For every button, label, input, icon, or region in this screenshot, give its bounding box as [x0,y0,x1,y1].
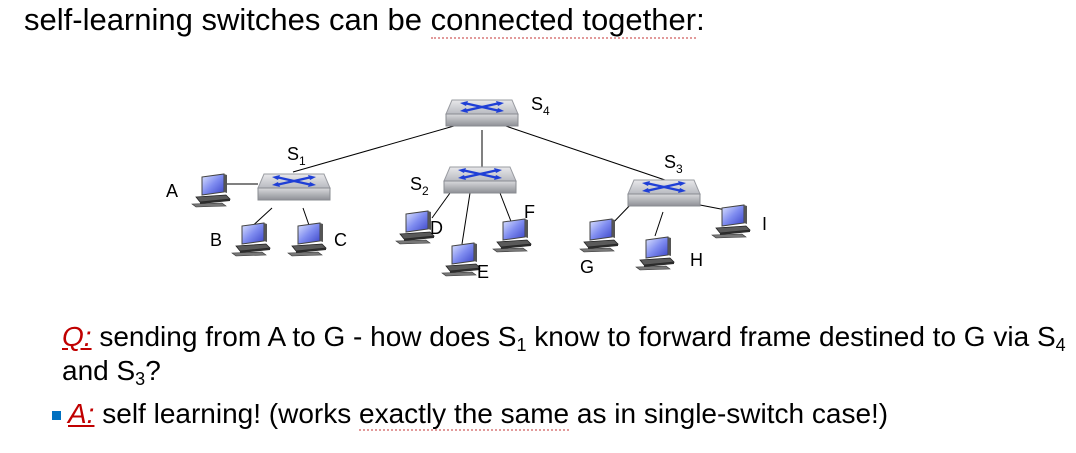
label-host-b: B [210,230,222,250]
question-part-2: know to forward frame destined to G via … [526,321,1056,352]
link-h-s3 [654,211,664,237]
host-d-computer-icon [395,210,435,245]
link-s4-s3 [481,117,666,181]
question-label: Q: [62,321,92,352]
label-s1: S1 [287,144,306,168]
label-s3: S3 [664,152,683,176]
slide-title: self-learning switches can be connected … [24,2,705,39]
host-e-computer-icon [441,242,481,277]
link-d-s2 [431,192,451,219]
label-host-d: D [430,218,443,238]
question-text: Q: sending from A to G - how does S1 kno… [62,320,1072,388]
label-host-c: C [334,230,347,250]
question-sub-4: 4 [1055,335,1066,355]
switch-s1-icon [256,172,332,202]
answer-part-2: as in single-switch case!) [569,398,889,429]
answer-part-1: self learning! (works [94,398,360,429]
question-part-1: sending from A to G - how does S [91,321,517,352]
label-host-e: E [477,262,489,282]
host-g-computer-icon [579,218,619,253]
switch-s2-icon [442,165,518,195]
title-emphasis: connected together [430,2,697,39]
switch-s3-icon [626,178,702,208]
link-s1-s4 [292,117,483,173]
network-diagram: S4 S1 S2 S3 A B C D E F G H I [166,94,767,282]
label-s2: S2 [410,174,429,198]
question-sub-3: 3 [135,369,146,389]
link-e-s2 [461,192,471,245]
host-f-computer-icon [492,218,532,253]
answer-text: A: self learning! (works exactly the sam… [68,398,889,431]
answer-label: A: [68,398,95,429]
label-host-h: H [690,250,703,270]
host-h-computer-icon [635,236,675,271]
question-part-3: and S [62,355,136,386]
label-host-f: F [524,202,535,222]
host-a-computer-icon [191,173,231,208]
answer-emphasis: exactly the same [359,398,570,431]
switch-s4-icon [444,98,520,128]
question-sub-1: 1 [516,335,527,355]
host-b-computer-icon [231,222,271,257]
bullet-square-icon [52,411,61,420]
title-colon: : [696,2,705,37]
label-host-g: G [580,257,594,277]
label-host-i: I [762,214,767,234]
host-c-computer-icon [287,222,327,257]
question-part-4: ? [145,355,161,386]
title-text: self-learning switches can be [24,2,431,37]
host-i-computer-icon [711,204,751,239]
label-host-a: A [166,181,178,201]
label-s4: S4 [531,94,550,118]
link-f-s2 [499,192,513,225]
